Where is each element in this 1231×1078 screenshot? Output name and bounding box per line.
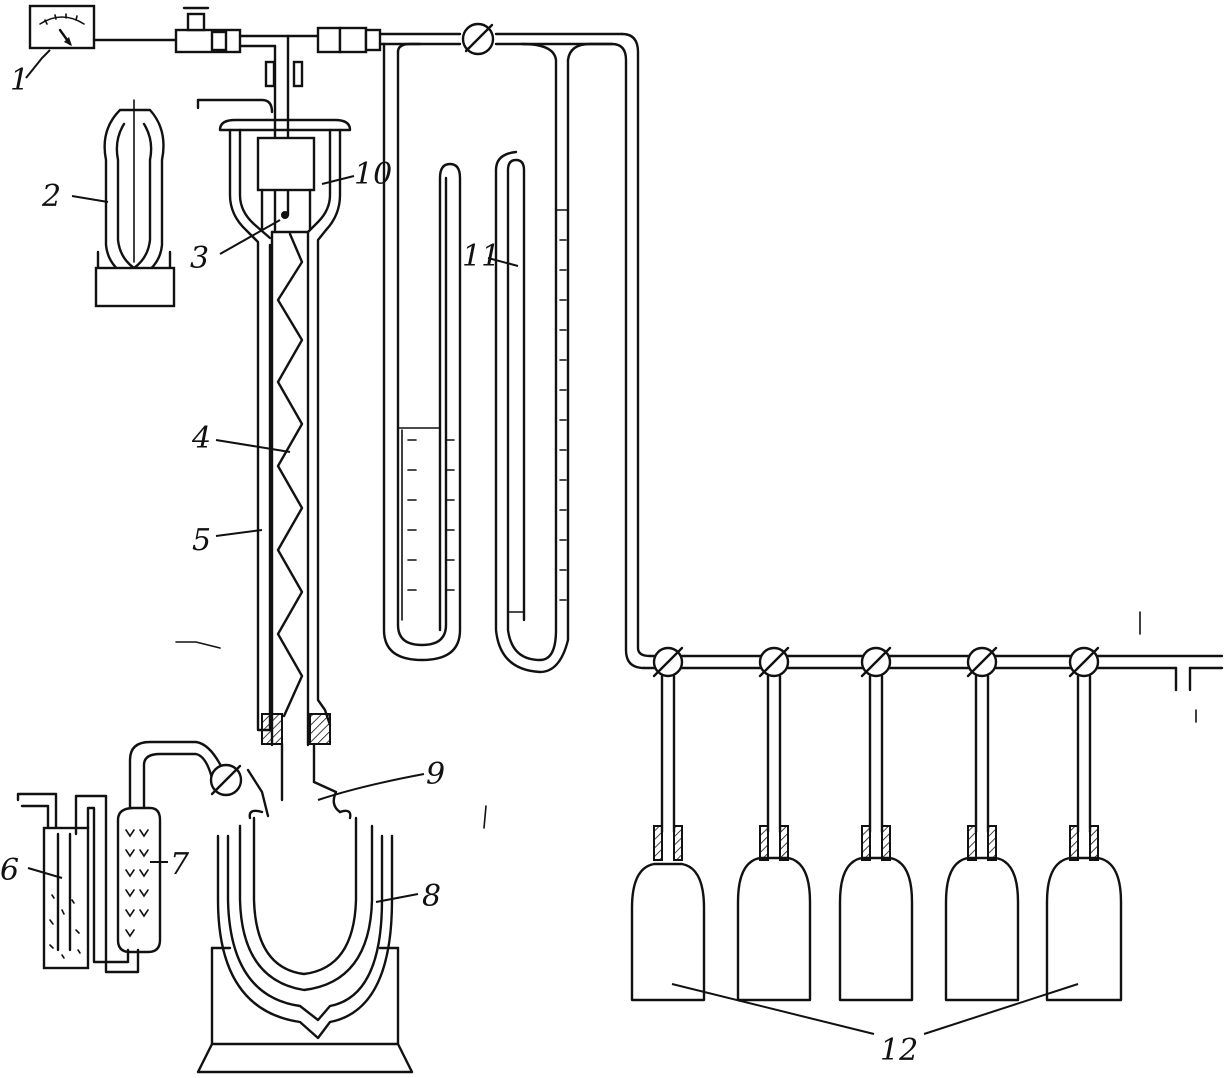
stopper-right-3 — [881, 825, 891, 861]
stopper-left-1 — [653, 825, 663, 861]
label-12: 12 — [880, 1033, 918, 1068]
stopper-right-4 — [987, 825, 997, 861]
label-6: 6 — [0, 853, 19, 888]
bottle-4 — [944, 856, 1020, 1002]
drying-tube — [116, 740, 243, 954]
label-2: 2 — [41, 179, 61, 214]
dewar-flask — [94, 99, 176, 308]
reaction-column — [196, 34, 352, 818]
top-manifold — [316, 22, 624, 56]
label-1: 1 — [10, 63, 29, 98]
manometers — [382, 32, 652, 674]
bottle-2 — [736, 856, 812, 1002]
stopcock-handle-5 — [1068, 646, 1100, 678]
label-8: 8 — [422, 879, 441, 914]
stopper-left-2 — [759, 825, 769, 861]
bottle-1 — [630, 862, 706, 1002]
label-5: 5 — [192, 523, 211, 558]
stopper-right-5 — [1089, 825, 1099, 861]
stopper-right-2 — [779, 825, 789, 861]
label-3: 3 — [190, 241, 209, 276]
top-valve — [174, 6, 322, 54]
label-4: 4 — [191, 421, 211, 456]
stopcock-handle-3 — [860, 646, 892, 678]
stopcock-handle-2 — [758, 646, 790, 678]
stopcock-handle-4 — [966, 646, 998, 678]
label-10: 10 — [354, 157, 392, 192]
label-11: 11 — [462, 239, 500, 274]
stopper-left-5 — [1069, 825, 1079, 861]
bottle-5 — [1045, 856, 1123, 1002]
bubbler — [16, 792, 140, 974]
label-9: 9 — [426, 757, 445, 792]
bottom-manifold — [642, 654, 1224, 692]
galvanometer — [28, 4, 180, 50]
stopper-left-3 — [861, 825, 871, 861]
stopper-left-4 — [967, 825, 977, 861]
collection-bottles — [630, 646, 1123, 1002]
stray-marks — [175, 611, 1197, 829]
leader-lines — [25, 49, 1079, 1035]
bottle-3 — [838, 856, 914, 1002]
label-7: 7 — [170, 847, 190, 882]
cold-bath — [196, 809, 414, 1074]
stopcock-handle-1 — [652, 646, 684, 678]
stopper-right-1 — [673, 825, 683, 861]
labels: 1 2 3 10 4 5 11 9 6 7 8 12 — [0, 63, 918, 1068]
